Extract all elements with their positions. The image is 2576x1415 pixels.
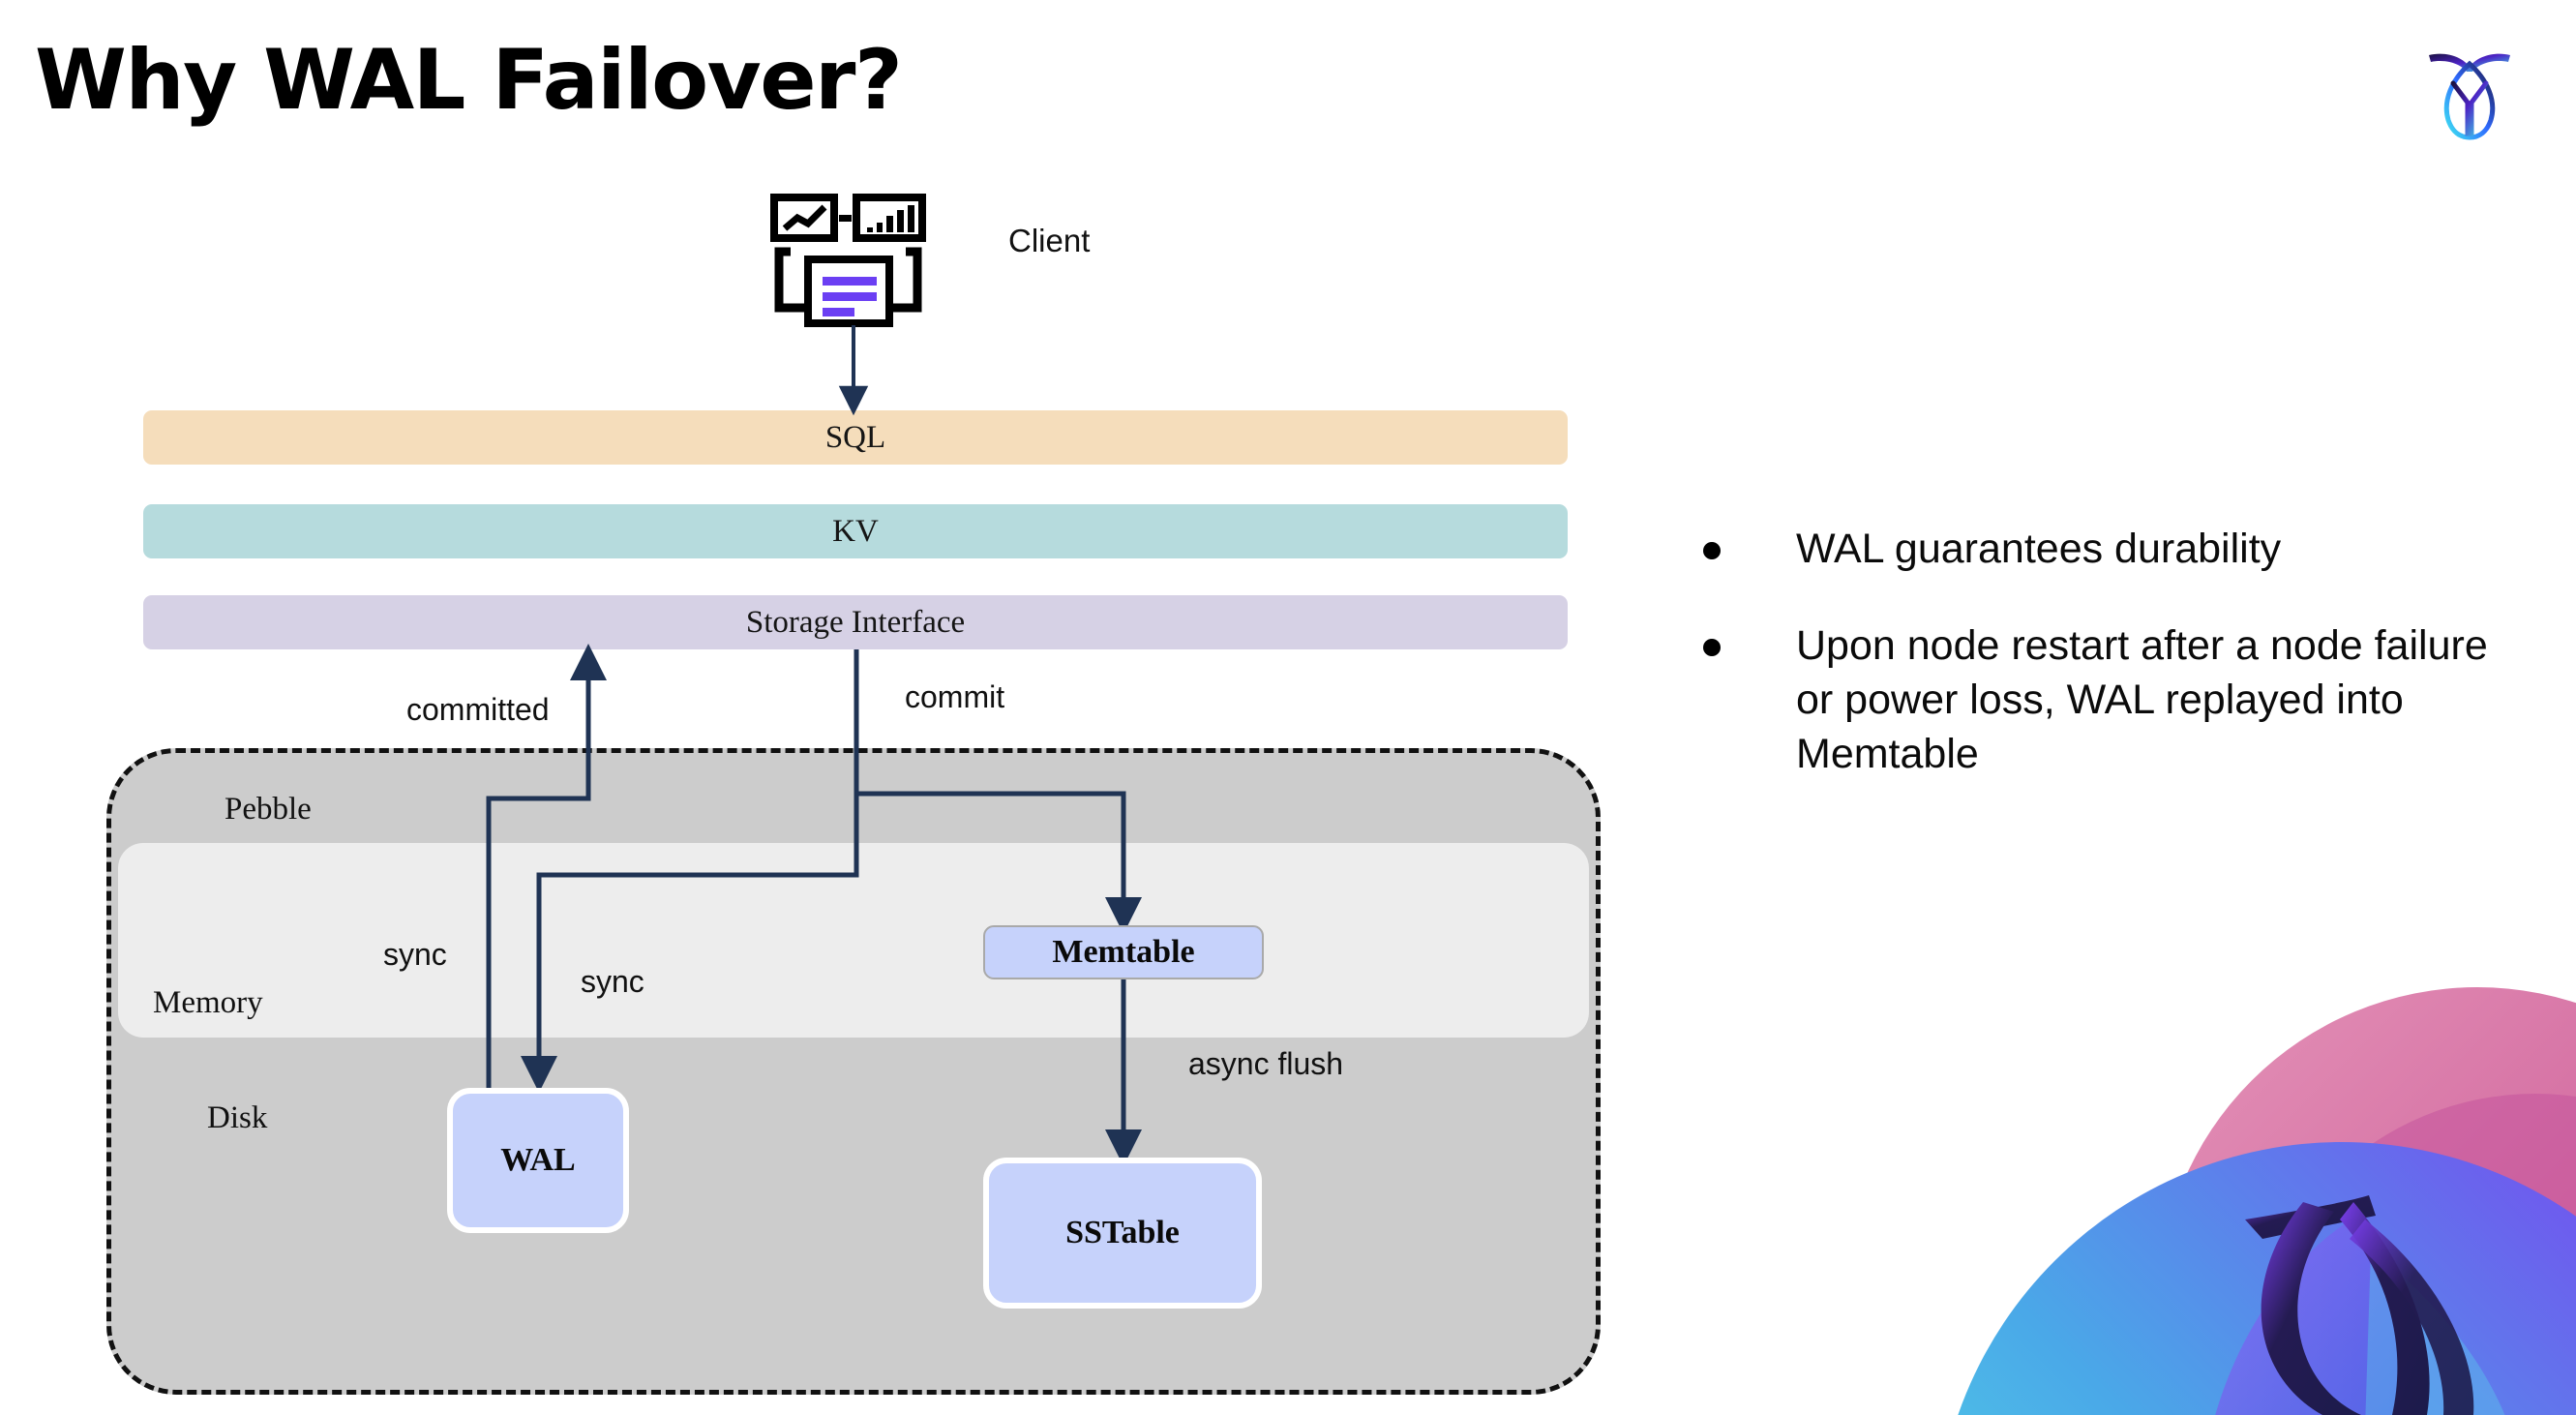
node-memtable: Memtable <box>983 925 1264 979</box>
pebble-label: Pebble <box>225 792 312 827</box>
edge-label-committed: committed <box>406 692 550 727</box>
client-label: Client <box>1008 223 1091 258</box>
gradient-circles-graphic <box>1955 929 2576 1415</box>
bullet-dot-icon <box>1703 542 1721 559</box>
memory-region <box>118 843 1589 1038</box>
edge-label-sync-right: sync <box>581 964 644 999</box>
cockroachdb-logo-icon <box>2411 37 2528 153</box>
list-item: Upon node restart after a node failure o… <box>1703 619 2535 782</box>
node-sstable: SSTable <box>983 1158 1262 1309</box>
client-dashboard-icon <box>769 192 934 327</box>
bullet-dot-icon <box>1703 638 1721 656</box>
page-title: Why WAL Failover? <box>35 32 903 129</box>
layer-bar-kv: KV <box>143 504 1568 558</box>
layer-bar-sql: SQL <box>143 410 1568 465</box>
edge-label-async-flush: async flush <box>1188 1046 1344 1081</box>
notes-bullet-list: WAL guarantees durability Upon node rest… <box>1703 523 2535 825</box>
bullet-text: WAL guarantees durability <box>1796 526 2282 572</box>
list-item: WAL guarantees durability <box>1703 523 2535 577</box>
layer-bar-storage-interface: Storage Interface <box>143 595 1568 649</box>
edge-label-commit: commit <box>905 679 1005 714</box>
bullet-text: Upon node restart after a node failure o… <box>1796 621 2488 777</box>
node-wal: WAL <box>447 1088 629 1233</box>
disk-label: Disk <box>207 1100 268 1135</box>
edge-label-sync-left: sync <box>383 937 447 972</box>
memory-label: Memory <box>153 985 263 1020</box>
